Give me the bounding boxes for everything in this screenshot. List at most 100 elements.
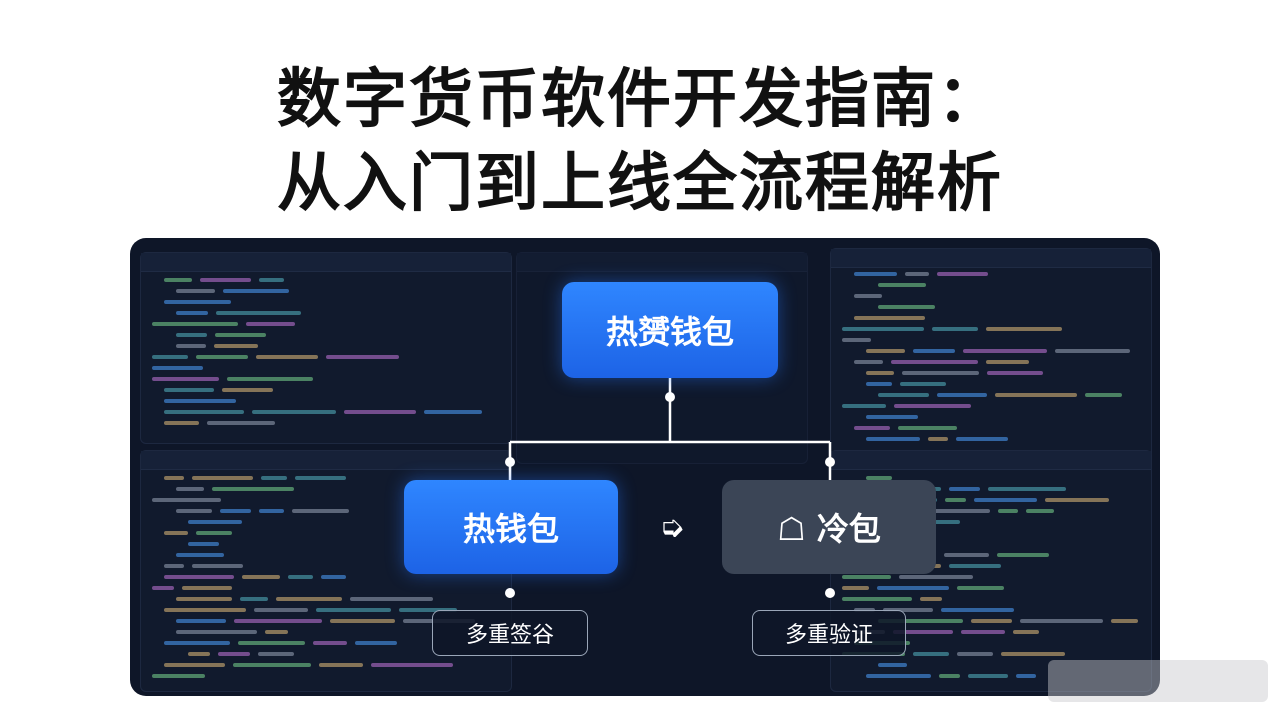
connector-dot xyxy=(505,457,515,467)
code-line-segment xyxy=(891,360,978,364)
code-line-segment xyxy=(188,652,210,656)
code-line-segment xyxy=(261,476,287,480)
code-line-segment xyxy=(998,509,1018,513)
code-line-segment xyxy=(330,619,395,623)
code-line-segment xyxy=(842,586,869,590)
code-line-segment xyxy=(164,641,230,645)
connector-dot xyxy=(825,457,835,467)
code-line-segment xyxy=(1111,619,1138,623)
code-line-segment xyxy=(319,663,363,667)
code-line-segment xyxy=(176,553,224,557)
code-line-segment xyxy=(234,619,322,623)
page-title-line-2: 从入门到上线全流程解析 xyxy=(277,147,1003,221)
code-line-segment xyxy=(1045,498,1109,502)
tag-multi-verification: 多重验证 xyxy=(752,610,906,656)
code-line-segment xyxy=(207,421,275,425)
code-line-segment xyxy=(216,311,301,315)
code-line-segment xyxy=(152,366,203,370)
code-line-segment xyxy=(176,509,212,513)
code-line-segment xyxy=(939,674,960,678)
code-line-segment xyxy=(987,371,1043,375)
code-line-segment xyxy=(878,663,907,667)
code-line-segment xyxy=(957,586,1004,590)
code-line-segment xyxy=(913,349,955,353)
code-line-segment xyxy=(945,498,966,502)
code-line-segment xyxy=(164,300,231,304)
code-line-segment xyxy=(355,641,397,645)
code-line-segment xyxy=(152,355,188,359)
code-line-segment xyxy=(866,371,894,375)
code-line-segment xyxy=(995,393,1077,397)
code-line-segment xyxy=(866,382,892,386)
code-line-segment xyxy=(321,575,346,579)
code-line-segment xyxy=(164,410,244,414)
code-line-segment xyxy=(276,597,342,601)
code-line-segment xyxy=(164,608,246,612)
code-line-segment xyxy=(878,619,963,623)
code-line-segment xyxy=(164,388,214,392)
code-line-segment xyxy=(214,344,258,348)
code-line-segment xyxy=(877,586,949,590)
code-line-segment xyxy=(152,674,205,678)
code-line-segment xyxy=(949,487,980,491)
watermark xyxy=(1048,660,1268,702)
connector-dot xyxy=(665,392,675,402)
code-line-segment xyxy=(192,564,243,568)
code-line-segment xyxy=(218,652,250,656)
code-line-segment xyxy=(878,393,929,397)
code-line-segment xyxy=(842,404,886,408)
code-line-segment xyxy=(256,355,318,359)
code-line-segment xyxy=(913,652,949,656)
code-line-segment xyxy=(233,663,311,667)
code-line-segment xyxy=(866,476,892,480)
code-line-segment xyxy=(932,327,978,331)
code-line-segment xyxy=(164,278,192,282)
code-line-segment xyxy=(164,531,188,535)
code-line-segment xyxy=(928,437,948,441)
code-line-segment xyxy=(212,487,294,491)
code-line-segment xyxy=(963,349,1047,353)
code-line-segment xyxy=(1085,393,1122,397)
code-line-segment xyxy=(1055,349,1130,353)
code-line-segment xyxy=(941,608,1014,612)
code-line-segment xyxy=(1016,674,1036,678)
code-line-segment xyxy=(164,399,236,403)
code-line-segment xyxy=(866,349,905,353)
connector-dot xyxy=(825,588,835,598)
code-line-segment xyxy=(176,333,207,337)
code-line-segment xyxy=(961,630,1005,634)
code-line-segment xyxy=(1020,619,1103,623)
code-line-segment xyxy=(854,426,890,430)
code-line-segment xyxy=(842,575,891,579)
code-line-segment xyxy=(252,410,336,414)
code-line-segment xyxy=(842,338,871,342)
code-line-segment xyxy=(1013,630,1039,634)
code-line-segment xyxy=(905,272,929,276)
code-line-segment xyxy=(923,509,990,513)
code-line-segment xyxy=(316,608,391,612)
code-line-segment xyxy=(176,597,232,601)
code-line-segment xyxy=(164,476,184,480)
code-line-segment xyxy=(866,437,920,441)
code-line-segment xyxy=(259,278,284,282)
code-line-segment xyxy=(176,344,206,348)
code-line-segment xyxy=(242,575,280,579)
code-line-segment xyxy=(240,597,268,601)
code-line-segment xyxy=(854,360,883,364)
code-line-segment xyxy=(223,289,289,293)
code-line-segment xyxy=(176,311,208,315)
code-line-segment xyxy=(350,597,433,601)
code-line-segment xyxy=(1001,652,1065,656)
code-line-segment xyxy=(399,608,457,612)
code-line-segment xyxy=(854,316,925,320)
code-line-segment xyxy=(944,553,989,557)
code-line-segment xyxy=(196,355,248,359)
code-line-segment xyxy=(957,652,993,656)
code-line-segment xyxy=(956,437,1008,441)
code-line-segment xyxy=(866,674,931,678)
code-line-segment xyxy=(902,371,979,375)
code-line-segment xyxy=(222,388,273,392)
code-line-segment xyxy=(900,382,946,386)
code-line-segment xyxy=(152,586,174,590)
